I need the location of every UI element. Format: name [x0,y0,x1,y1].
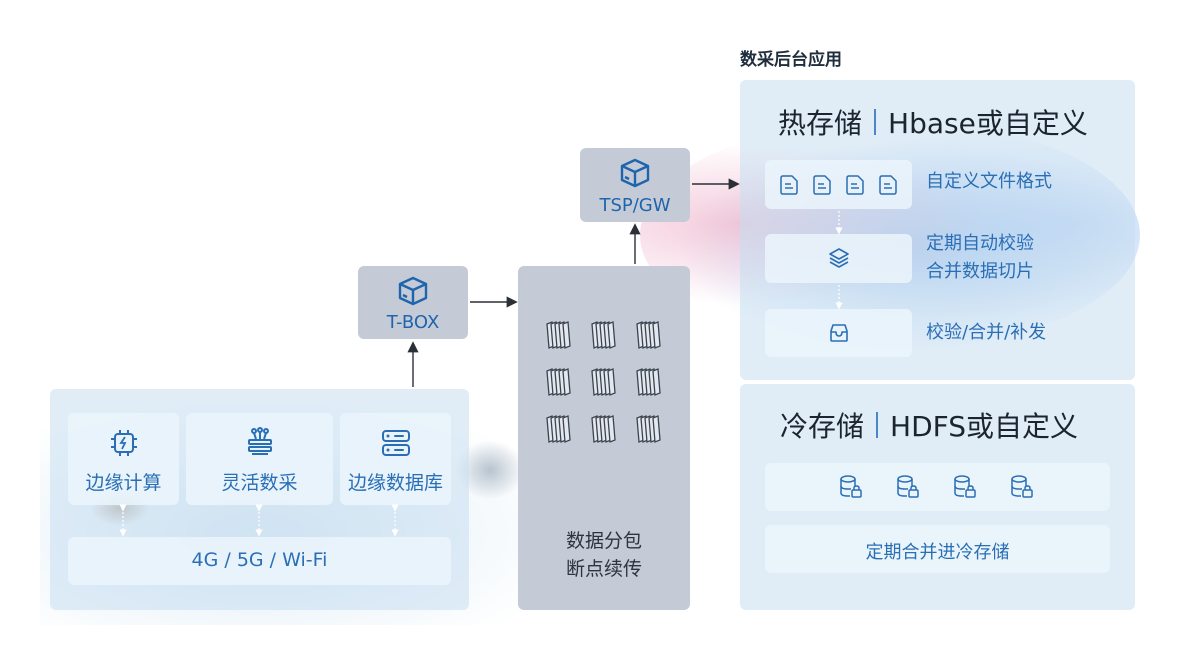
network-bar: 4G / 5G / Wi-Fi [68,537,451,585]
cold-storage-title: 冷存储 HDFS或自定义 [780,405,1078,445]
database-lock-icon [1011,475,1033,498]
file-icon [813,175,831,195]
database-lock-icon [954,475,976,498]
flexible-collection-card: 灵活数采 [186,413,333,505]
chip-icon [111,430,137,456]
box-icon [398,276,428,306]
cold-storage-title-sub: HDFS或自定义 [890,410,1079,443]
server-icon [382,430,410,456]
section-label: 数采后台应用 [740,50,842,70]
file-icon [780,175,798,195]
tsp-gateway-label: TSP/GW [599,195,671,216]
tbox-label: T-BOX [386,312,440,333]
flexible-collection-label: 灵活数采 [221,472,298,494]
hot-step-3-box [765,309,912,357]
packet-module-text: 数据分包 断点续传 [518,527,690,583]
packet-line-1: 数据分包 [565,530,642,552]
hot-step-2-box [765,234,912,283]
edge-computing-card: 边缘计算 [68,413,179,505]
file-stack-icon [636,415,661,443]
file-icon [846,175,864,195]
cold-merge-box: 定期合并进冷存储 [765,525,1110,573]
database-lock-icon [897,475,919,498]
hot-step-3-text: 校验/合并/补发 [926,322,1047,343]
packet-line-2: 断点续传 [565,558,642,580]
edge-database-card: 边缘数据库 [340,413,451,505]
cold-db-row [765,463,1110,511]
file-stack-icon [546,321,571,349]
hot-step-2-line-2: 合并数据切片 [926,261,1034,282]
cold-storage-title-main: 冷存储 [780,410,865,443]
title-separator [876,412,879,438]
file-stack-icon [591,415,616,443]
collector-icon [248,427,272,455]
inbox-icon [830,324,848,342]
file-stack-icon [546,415,571,443]
file-stack-icon [636,321,661,349]
file-stack-icon [591,321,616,349]
edge-database-label: 边缘数据库 [347,472,443,494]
packet-module-panel: 数据分包 断点续传 [518,266,690,610]
file-icon [879,175,897,195]
hot-step-1-box [765,160,912,209]
box-icon [620,158,650,188]
layers-icon [829,248,849,268]
file-stack-icon [591,368,616,396]
hot-storage-title-sub: Hbase或自定义 [888,107,1088,140]
database-lock-icon [840,475,862,498]
tsp-gateway-node: TSP/GW [580,148,690,222]
tbox-node: T-BOX [358,266,468,339]
hot-step-2-text: 定期自动校验 合并数据切片 [926,230,1034,286]
hot-step-2-line-1: 定期自动校验 [926,233,1034,254]
file-stack-icon [636,368,661,396]
network-label: 4G / 5G / Wi-Fi [191,549,328,571]
file-stack-icon [546,368,571,396]
cold-merge-text: 定期合并进冷存储 [865,542,1010,563]
edge-computing-label: 边缘计算 [85,472,162,494]
hot-storage-title: 热存储 Hbase或自定义 [778,102,1088,142]
title-separator [874,109,877,135]
hot-step-1-text: 自定义文件格式 [926,171,1052,192]
hot-storage-title-main: 热存储 [778,107,863,140]
